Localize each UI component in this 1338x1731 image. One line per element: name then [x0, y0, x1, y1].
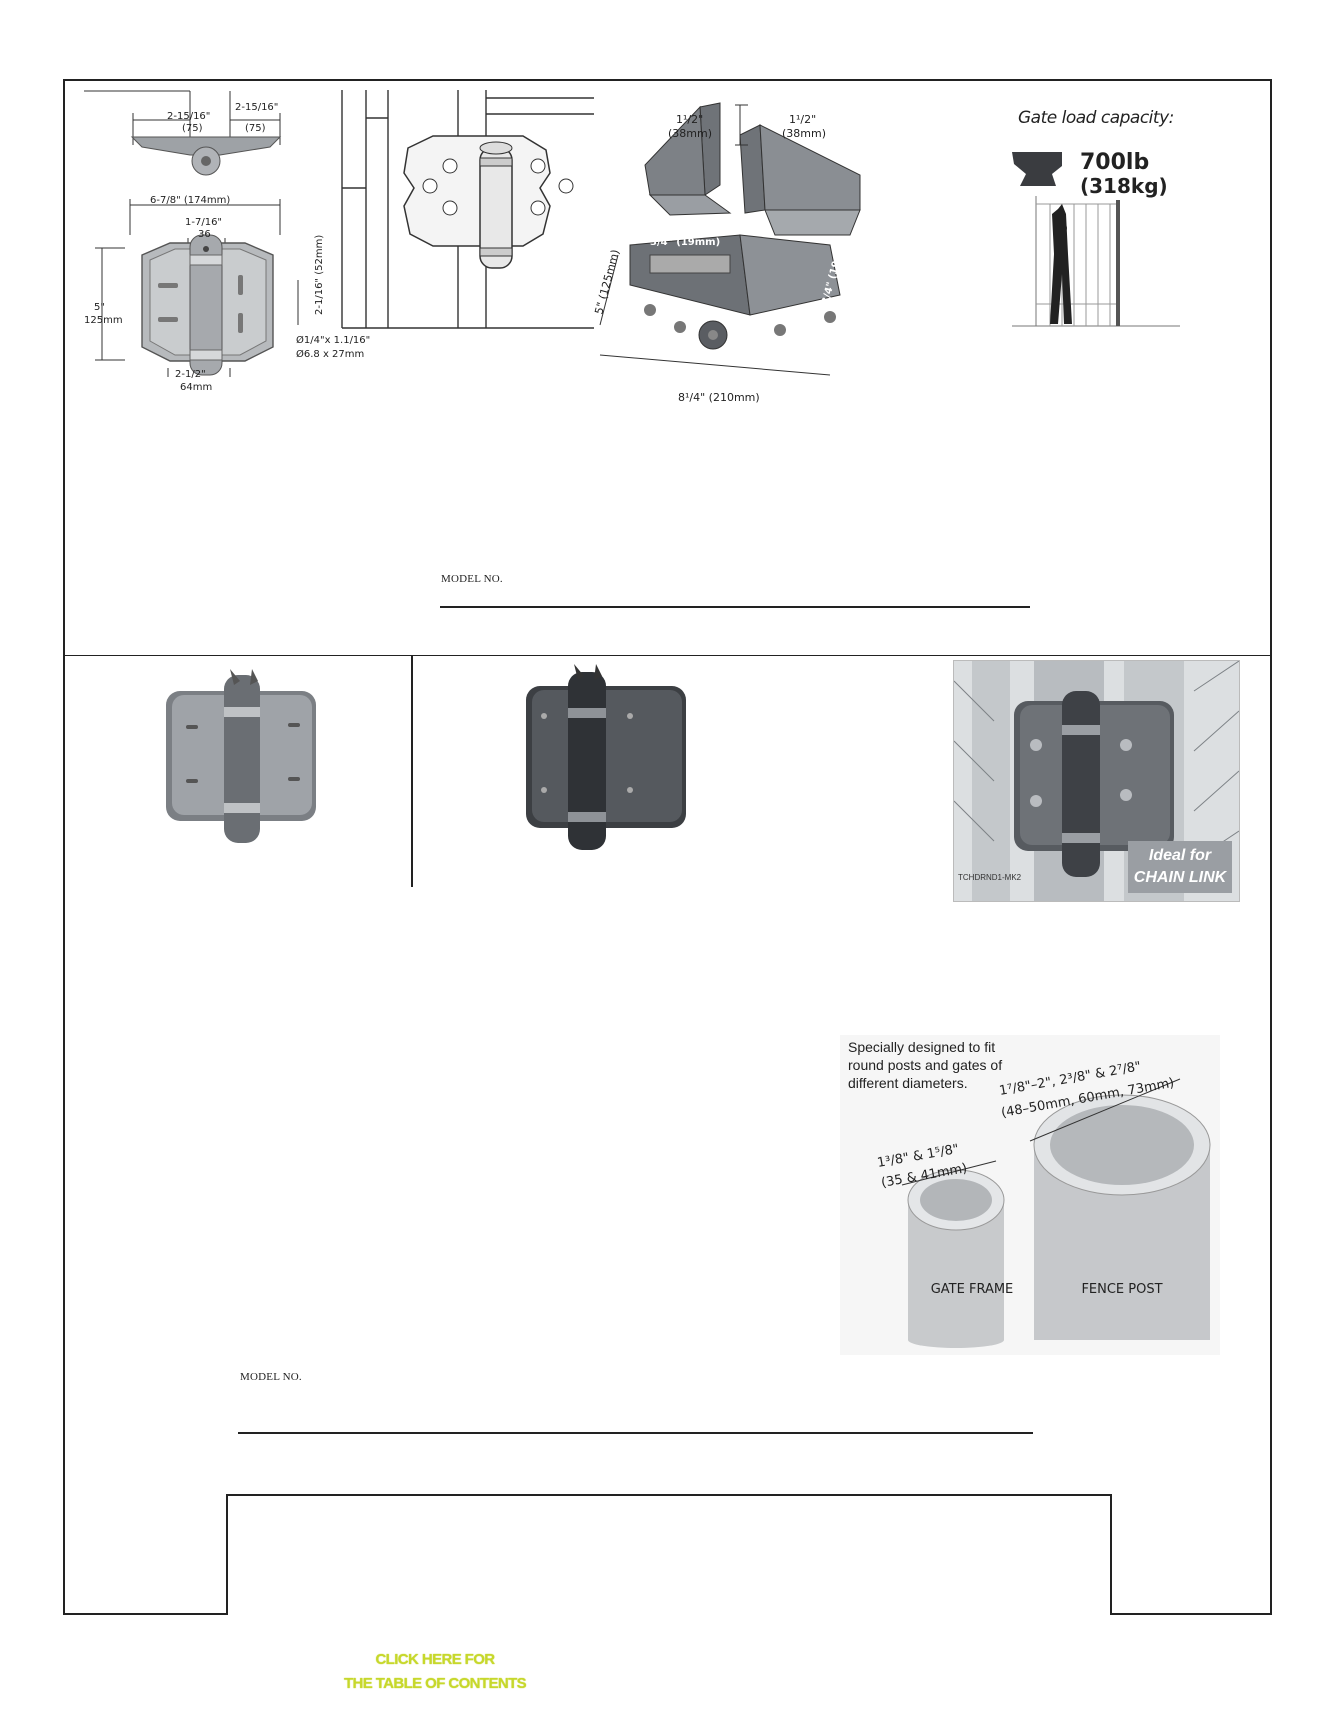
capacity-title: Gate load capacity:	[1018, 108, 1174, 128]
ideal-for-line2: CHAIN LINK	[1133, 869, 1227, 886]
table-of-contents-link[interactable]: CLICK HERE FOR THE TABLE OF CONTENTS	[300, 1648, 570, 1696]
model-no-label-1: MODEL NO.	[441, 573, 503, 585]
round-posts-diagram: Specially designed to fit round posts an…	[840, 1035, 1220, 1355]
ideal-for-line1: Ideal for	[1148, 847, 1212, 864]
footer-box-left	[226, 1494, 228, 1615]
hinge-photo-dark	[520, 662, 690, 852]
exp-right-flange-mm: (38mm)	[782, 127, 826, 140]
frame-top	[63, 79, 1272, 81]
dim-width: 6-7/8" (174mm)	[150, 195, 230, 206]
frame-bottom-right	[1110, 1613, 1272, 1615]
hinge-photo-light	[160, 665, 320, 845]
installed-hinge-drawing	[338, 88, 594, 333]
footer-box-right	[1110, 1494, 1112, 1615]
anvil-icon	[1012, 152, 1062, 186]
footer-box-top	[226, 1494, 1112, 1496]
exp-left-flange: 1¹/2"	[676, 113, 703, 126]
exp-left-flange-mm: (38mm)	[668, 127, 712, 140]
frame-left	[63, 79, 65, 1615]
dim-bottom-mm: 64mm	[180, 382, 212, 393]
column-divider	[411, 655, 413, 887]
dim-bottom: 2-1/2"	[175, 369, 206, 380]
photo-code: TCHDRND1-MK2	[958, 873, 1022, 882]
model-no-label-2: MODEL NO.	[240, 1371, 302, 1383]
chain-link-photo: Ideal for CHAIN LINK TCHDRND1-MK2	[953, 660, 1240, 902]
dim-hole: Ø1/4"x 1.1/16"	[296, 334, 370, 346]
exp-right-flange: 1¹/2"	[789, 113, 816, 126]
dim-top-right-mm: (75)	[245, 123, 266, 134]
capacity-kg: (318kg)	[1080, 174, 1168, 198]
dim-height-mm: 125mm	[84, 315, 123, 326]
ideal-for-badge: Ideal for CHAIN LINK	[1128, 841, 1232, 893]
frame-bottom-left	[63, 1613, 227, 1615]
exp-length: 8¹/4" (210mm)	[678, 391, 760, 404]
capacity-lb: 700lb	[1080, 150, 1150, 175]
dim-top-left-mm: (75)	[182, 123, 203, 134]
model-no-line-2	[238, 1432, 1033, 1434]
round-posts-line2: round posts and gates of	[848, 1057, 1003, 1073]
dim-side: 2-1/16" (52mm)	[314, 235, 325, 315]
model-no-line-1	[440, 606, 1030, 608]
dim-hole-mm: Ø6.8 x 27mm	[296, 348, 364, 360]
exp-height: 5" (125mm)	[592, 248, 622, 316]
round-posts-line1: Specially designed to fit	[848, 1039, 996, 1055]
gate-frame-label: GATE FRAME	[931, 1282, 1014, 1297]
dim-top-left: 2-15/16"	[167, 111, 210, 122]
exp-offset-left: 3/4" (19mm)	[650, 237, 720, 248]
toc-link-line1[interactable]: CLICK HERE FOR	[375, 1651, 495, 1668]
gate-load-capacity: Gate load capacity: 700lb (318kg)	[1000, 104, 1200, 332]
fence-post-label: FENCE POST	[1081, 1282, 1162, 1297]
hinge-dimension-drawing: 2-15/16" (75) 2-15/16" (75) 6-7/8" (174m…	[70, 85, 400, 415]
dim-knuckle-mm: 36	[198, 229, 211, 240]
round-posts-line3: different diameters.	[848, 1075, 968, 1091]
frame-right	[1270, 79, 1272, 1615]
dim-knuckle: 1-7/16"	[185, 217, 222, 228]
exploded-hinge-drawing: 1¹/2" (38mm) 1¹/2" (38mm) 3/4" (19mm) 3/…	[590, 95, 920, 415]
toc-link-line2[interactable]: THE TABLE OF CONTENTS	[343, 1675, 527, 1692]
dim-height: 5"	[94, 302, 105, 313]
section-divider	[63, 655, 1272, 656]
person-icon	[1050, 204, 1072, 324]
dim-top-right: 2-15/16"	[235, 102, 278, 113]
